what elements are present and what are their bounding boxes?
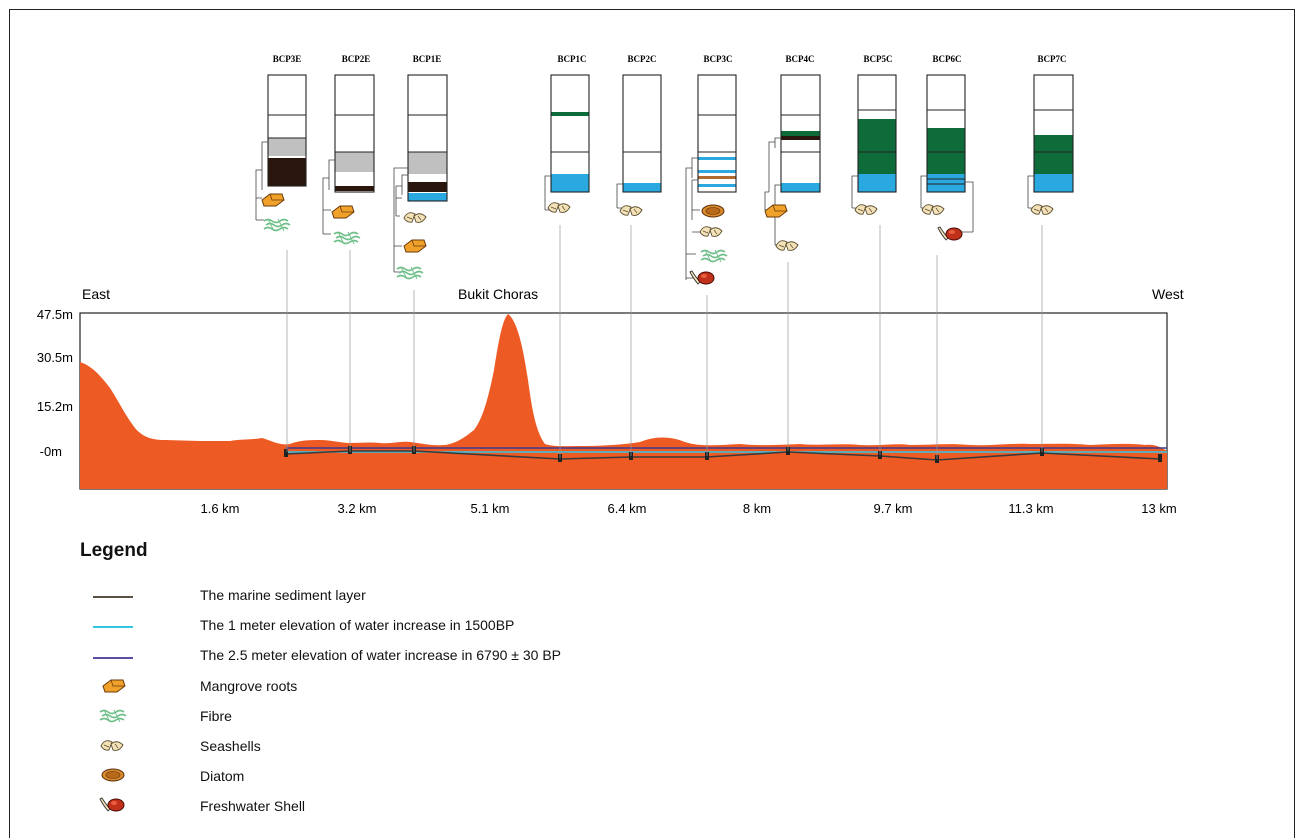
terrain-profile xyxy=(80,314,1167,489)
core-bcp1e: BCP1E xyxy=(393,54,448,280)
y-tick-label: 15.2m xyxy=(37,399,73,414)
legend-item: Seashells xyxy=(80,735,780,761)
legend-item: Mangrove roots xyxy=(80,675,780,701)
legend-label: Mangrove roots xyxy=(200,678,298,694)
seashells-icon xyxy=(619,205,643,216)
core-title: BCP5C xyxy=(864,54,893,64)
east-label: East xyxy=(82,286,110,302)
seashells-icon xyxy=(921,204,945,215)
legend-item: The 2.5 meter elevation of water increas… xyxy=(80,644,780,670)
core-bcp5c: BCP5C xyxy=(851,54,897,215)
seashells-icon xyxy=(699,226,723,237)
core-title: BCP2C xyxy=(628,54,657,64)
x-tick-label: 5.1 km xyxy=(470,501,509,516)
legend-item: The 1 meter elevation of water increase … xyxy=(80,614,780,640)
y-tick-label: 47.5m xyxy=(37,307,73,322)
figure-frame xyxy=(9,9,1295,838)
freshwater-shell-icon xyxy=(937,226,963,241)
core-bcp6c: BCP6C xyxy=(920,54,974,241)
fibre-icon xyxy=(333,231,361,245)
x-tick-label: 1.6 km xyxy=(200,501,239,516)
y-tick-label: -0m xyxy=(40,444,62,459)
core-bcp7c: BCP7C xyxy=(1027,54,1074,215)
legend-item: Diatom xyxy=(80,765,780,791)
mangrove-roots-icon xyxy=(764,204,788,218)
legend-item: The marine sediment layer xyxy=(80,584,780,610)
peak-label: Bukit Choras xyxy=(458,286,538,302)
x-tick-label: 3.2 km xyxy=(337,501,376,516)
core-title: BCP1C xyxy=(558,54,587,64)
core-title: BCP7C xyxy=(1038,54,1067,64)
legend-label: The 2.5 meter elevation of water increas… xyxy=(200,647,561,663)
legend-item: Freshwater Shell xyxy=(80,795,780,821)
x-tick-label: 6.4 km xyxy=(607,501,646,516)
core-bcp3c: BCP3C xyxy=(685,54,737,285)
core-bcp1c: BCP1C xyxy=(544,54,590,213)
legend-label: The 1 meter elevation of water increase … xyxy=(200,617,515,633)
x-tick-label: 11.3 km xyxy=(1008,501,1053,516)
core-bcp4c: BCP4C xyxy=(764,54,821,251)
west-label: West xyxy=(1152,286,1184,302)
legend-label: Freshwater Shell xyxy=(200,798,306,814)
core-title: BCP1E xyxy=(413,54,442,64)
core-guide-lines xyxy=(286,225,1043,459)
core-title: BCP2E xyxy=(342,54,371,64)
seashells-icon xyxy=(547,202,571,213)
core-title: BCP3E xyxy=(273,54,302,64)
y-tick-label: 30.5m xyxy=(37,350,73,365)
x-tick-label: 8 km xyxy=(743,501,771,516)
core-bcp2e: BCP2E xyxy=(322,54,375,245)
core-title: BCP3C xyxy=(704,54,733,64)
legend-label: Fibre xyxy=(200,708,232,724)
freshwater-shell-icon xyxy=(689,270,715,285)
mangrove-roots-icon xyxy=(331,205,355,219)
mangrove-roots-icon xyxy=(261,193,285,207)
core-title: BCP4C xyxy=(786,54,815,64)
core-bcp2c: BCP2C xyxy=(616,54,662,216)
fibre-icon xyxy=(700,249,728,263)
seashells-icon xyxy=(1030,204,1054,215)
legend-label: Diatom xyxy=(200,768,245,784)
fibre-icon xyxy=(396,266,424,280)
legend-label: The marine sediment layer xyxy=(200,587,366,603)
legend-label: Seashells xyxy=(200,738,261,754)
seashells-icon xyxy=(854,204,878,215)
legend-title: Legend xyxy=(80,540,148,561)
core-title: BCP6C xyxy=(933,54,962,64)
fibre-icon xyxy=(263,218,291,232)
legend-symbols xyxy=(93,596,133,812)
core-bcp3e: BCP3E xyxy=(255,54,307,232)
seashells-icon xyxy=(403,212,427,223)
mangrove-roots-icon xyxy=(403,239,427,253)
x-tick-label: 13 km xyxy=(1141,501,1176,516)
seashells-icon xyxy=(775,240,799,251)
diatom-icon xyxy=(701,204,725,218)
x-tick-label: 9.7 km xyxy=(873,501,912,516)
legend-item: Fibre xyxy=(80,705,780,731)
